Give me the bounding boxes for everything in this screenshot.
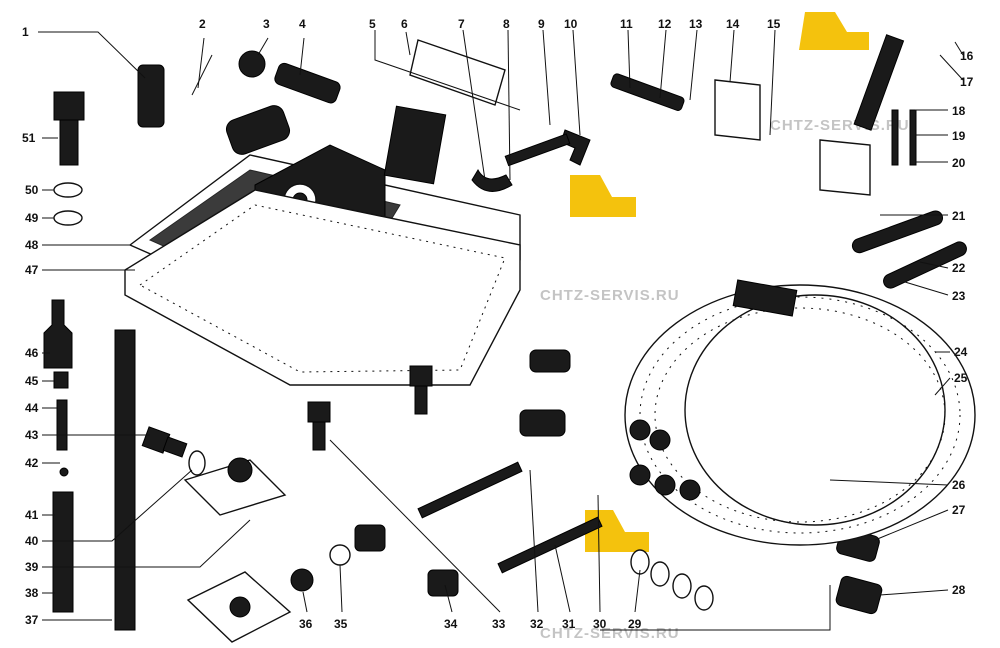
callout-45: 45 <box>25 374 39 388</box>
part-37-plate <box>186 571 292 643</box>
callout-3: 3 <box>263 17 270 31</box>
callout-8: 8 <box>503 17 510 31</box>
callout-17: 17 <box>960 75 974 89</box>
callout-42: 42 <box>25 456 39 470</box>
part-2-pin <box>191 54 213 96</box>
watermark-text: CHTZ-SERVIS.RU <box>540 287 680 304</box>
callout-47: 47 <box>25 263 39 277</box>
part-29-washers <box>630 549 714 611</box>
part-33-bolt <box>307 365 433 451</box>
part-30-sleeve <box>519 349 571 437</box>
part-36-nut <box>290 568 314 592</box>
watermark-text: CHTZ-SERVIS.RU <box>540 625 680 642</box>
callout-32: 32 <box>530 617 544 631</box>
part-18-stud <box>853 34 905 131</box>
watermark-bottom: CHTZ-SERVIS.RU <box>540 510 680 642</box>
callout-1: 1 <box>22 25 29 39</box>
callout-49: 49 <box>25 211 39 225</box>
part-38-stud <box>114 329 136 631</box>
leader-lines <box>38 29 964 631</box>
callout-23: 23 <box>952 289 966 303</box>
callout-18: 18 <box>952 104 966 118</box>
callout-11: 11 <box>620 17 633 31</box>
part-1-bushing <box>137 64 165 128</box>
part-21-rod <box>851 210 944 254</box>
part-7-elbow <box>471 168 513 192</box>
callout-33: 33 <box>492 617 506 631</box>
part-32-rod <box>417 461 603 574</box>
callout-16: 16 <box>960 49 974 63</box>
callout-28: 28 <box>952 583 966 597</box>
part-14-clamp <box>714 79 871 196</box>
part-43-bolt <box>141 426 188 458</box>
callout-35: 35 <box>334 617 348 631</box>
part-49-washer <box>53 210 83 226</box>
callout-44: 44 <box>25 401 39 415</box>
watermark-text: CHTZ-SERVIS.RU <box>770 117 910 134</box>
callout-22: 22 <box>952 261 966 275</box>
part-51-bolt <box>53 91 85 166</box>
callout-25: 25 <box>954 371 968 385</box>
callout-34: 34 <box>444 617 458 631</box>
part-11-bolts <box>610 73 685 111</box>
callout-41: 41 <box>25 508 39 522</box>
part-42-ball <box>59 467 69 477</box>
part-4-spring <box>274 62 341 104</box>
callout-38: 38 <box>25 586 39 600</box>
part-50-washer <box>53 182 83 198</box>
callout-15: 15 <box>767 17 781 31</box>
part-28-sleeve <box>835 575 883 615</box>
part-40-washer <box>188 450 206 476</box>
callout-12: 12 <box>658 17 672 31</box>
callout-40: 40 <box>25 534 39 548</box>
part-35-lockwasher <box>329 544 351 566</box>
part-6-bracket <box>409 39 506 106</box>
callout-37: 37 <box>25 613 39 627</box>
callout-39: 39 <box>25 560 39 574</box>
part-26-brake-band <box>624 279 976 546</box>
callout-20: 20 <box>952 156 966 170</box>
callout-5: 5 <box>369 17 376 31</box>
part-45-spring <box>53 371 69 389</box>
callout-48: 48 <box>25 238 39 252</box>
callout-21: 21 <box>952 209 966 223</box>
part-23-rod <box>883 241 967 289</box>
part-19-bolts <box>891 109 917 166</box>
callout-36: 36 <box>299 617 313 631</box>
callout-labels: 1 2 3 4 5 6 7 8 9 10 11 12 13 14 15 16 1… <box>22 17 974 631</box>
callout-30: 30 <box>593 617 607 631</box>
callout-19: 19 <box>952 129 966 143</box>
part-44-pin <box>56 399 68 451</box>
callout-2: 2 <box>199 17 206 31</box>
callout-31: 31 <box>562 617 576 631</box>
callout-46: 46 <box>25 346 39 360</box>
part-34-spring <box>354 524 459 597</box>
part-41-stud <box>52 491 74 613</box>
part-46-plunger <box>43 299 73 369</box>
callout-51: 51 <box>22 131 36 145</box>
watermark-upper-middle: CHTZ-SERVIS.RU <box>540 175 680 304</box>
part-10-elbow <box>504 129 591 167</box>
callout-29: 29 <box>628 617 642 631</box>
callout-4: 4 <box>299 17 306 31</box>
callout-13: 13 <box>689 17 703 31</box>
callout-26: 26 <box>952 478 966 492</box>
part-39-bracket <box>183 457 287 516</box>
callout-6: 6 <box>401 17 408 31</box>
callout-7: 7 <box>458 17 465 31</box>
callout-10: 10 <box>564 17 578 31</box>
callout-50: 50 <box>25 183 39 197</box>
callout-43: 43 <box>25 428 39 442</box>
part-3-nut <box>238 50 266 78</box>
housing-gasket <box>124 189 521 386</box>
callout-9: 9 <box>538 17 545 31</box>
callout-27: 27 <box>952 503 966 517</box>
callout-24: 24 <box>954 345 968 359</box>
callout-14: 14 <box>726 17 740 31</box>
